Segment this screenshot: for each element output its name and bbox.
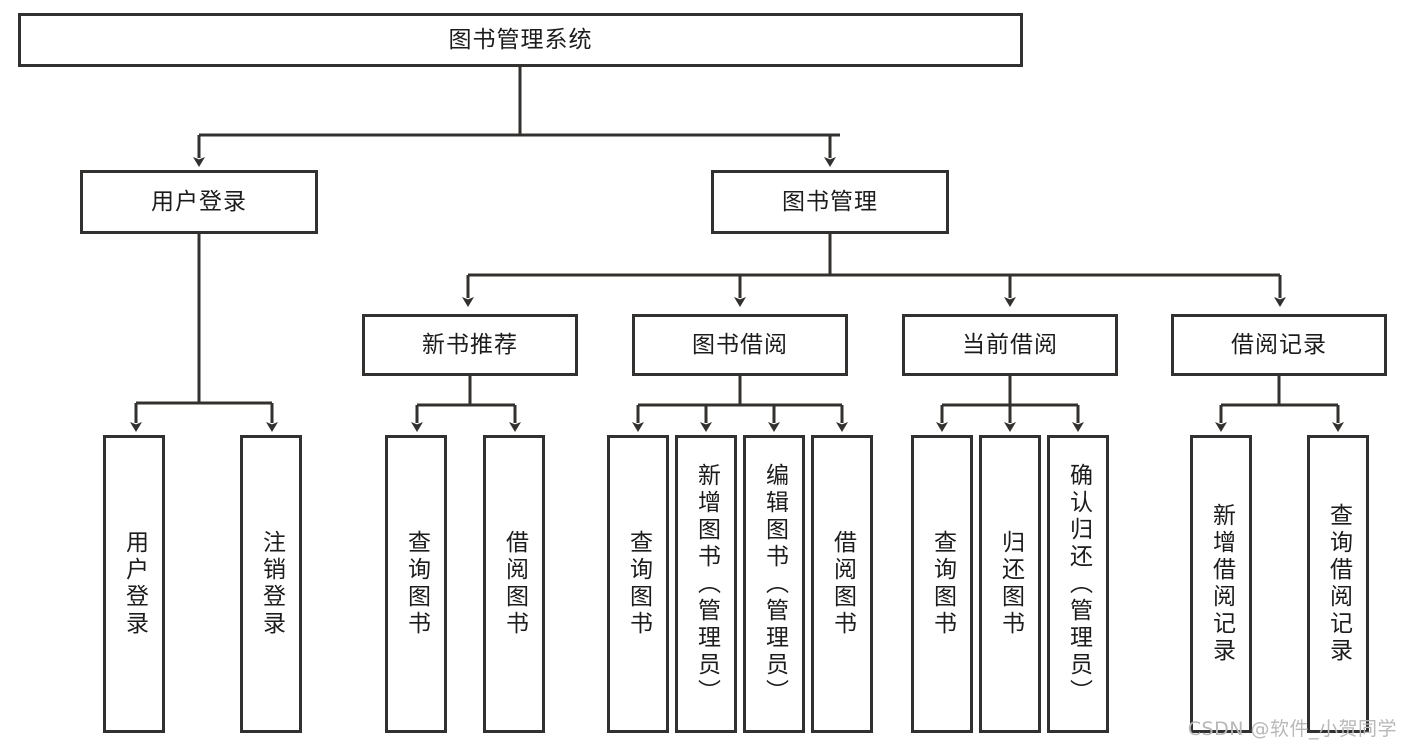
- node-leaf-query-record-label: 查询借阅记录: [1325, 503, 1352, 665]
- node-book-manage-label: 图书管理: [782, 188, 878, 215]
- node-leaf-user-login-label: 用户登录: [121, 530, 148, 638]
- node-leaf-confirm-return[interactable]: 确认归还（管理员）: [1047, 435, 1109, 733]
- node-leaf-add-record-label: 新增借阅记录: [1208, 503, 1235, 665]
- node-new-book-rec-label: 新书推荐: [422, 331, 518, 358]
- node-leaf-borrow-book-2-label: 借阅图书: [829, 530, 856, 638]
- node-leaf-return-book-label: 归还图书: [997, 530, 1024, 638]
- node-borrow-record[interactable]: 借阅记录: [1171, 314, 1387, 376]
- node-leaf-confirm-return-label: 确认归还（管理员）: [1065, 462, 1092, 706]
- node-borrow-record-label: 借阅记录: [1231, 331, 1327, 358]
- node-leaf-query-book-2[interactable]: 查询图书: [607, 435, 669, 733]
- node-leaf-add-book-label: 新增图书（管理员）: [693, 462, 720, 706]
- node-leaf-borrow-book-1-label: 借阅图书: [501, 530, 528, 638]
- node-root[interactable]: 图书管理系统: [18, 13, 1023, 67]
- node-user-login[interactable]: 用户登录: [80, 170, 318, 234]
- node-book-borrow[interactable]: 图书借阅: [632, 314, 848, 376]
- node-leaf-query-book-1[interactable]: 查询图书: [385, 435, 447, 733]
- node-leaf-borrow-book-2[interactable]: 借阅图书: [811, 435, 873, 733]
- node-leaf-borrow-book-1[interactable]: 借阅图书: [483, 435, 545, 733]
- watermark-text: CSDN @软件_小贺同学: [1187, 718, 1397, 740]
- node-leaf-query-book-3-label: 查询图书: [929, 530, 956, 638]
- node-leaf-logout-login-label: 注销登录: [258, 530, 285, 638]
- node-current-borrow[interactable]: 当前借阅: [902, 314, 1118, 376]
- node-leaf-query-book-2-label: 查询图书: [625, 530, 652, 638]
- node-leaf-user-login[interactable]: 用户登录: [103, 435, 165, 733]
- node-user-login-label: 用户登录: [151, 188, 247, 215]
- node-leaf-add-book[interactable]: 新增图书（管理员）: [675, 435, 737, 733]
- node-book-borrow-label: 图书借阅: [692, 331, 788, 358]
- node-leaf-query-book-3[interactable]: 查询图书: [911, 435, 973, 733]
- node-new-book-rec[interactable]: 新书推荐: [362, 314, 578, 376]
- node-root-label: 图书管理系统: [448, 26, 593, 53]
- node-leaf-edit-book-label: 编辑图书（管理员）: [761, 462, 788, 706]
- node-book-manage[interactable]: 图书管理: [711, 170, 949, 234]
- node-leaf-logout-login[interactable]: 注销登录: [240, 435, 302, 733]
- node-leaf-query-book-1-label: 查询图书: [403, 530, 430, 638]
- node-leaf-edit-book[interactable]: 编辑图书（管理员）: [743, 435, 805, 733]
- node-leaf-return-book[interactable]: 归还图书: [979, 435, 1041, 733]
- node-leaf-query-record[interactable]: 查询借阅记录: [1307, 435, 1369, 733]
- node-leaf-add-record[interactable]: 新增借阅记录: [1190, 435, 1252, 733]
- node-current-borrow-label: 当前借阅: [962, 331, 1058, 358]
